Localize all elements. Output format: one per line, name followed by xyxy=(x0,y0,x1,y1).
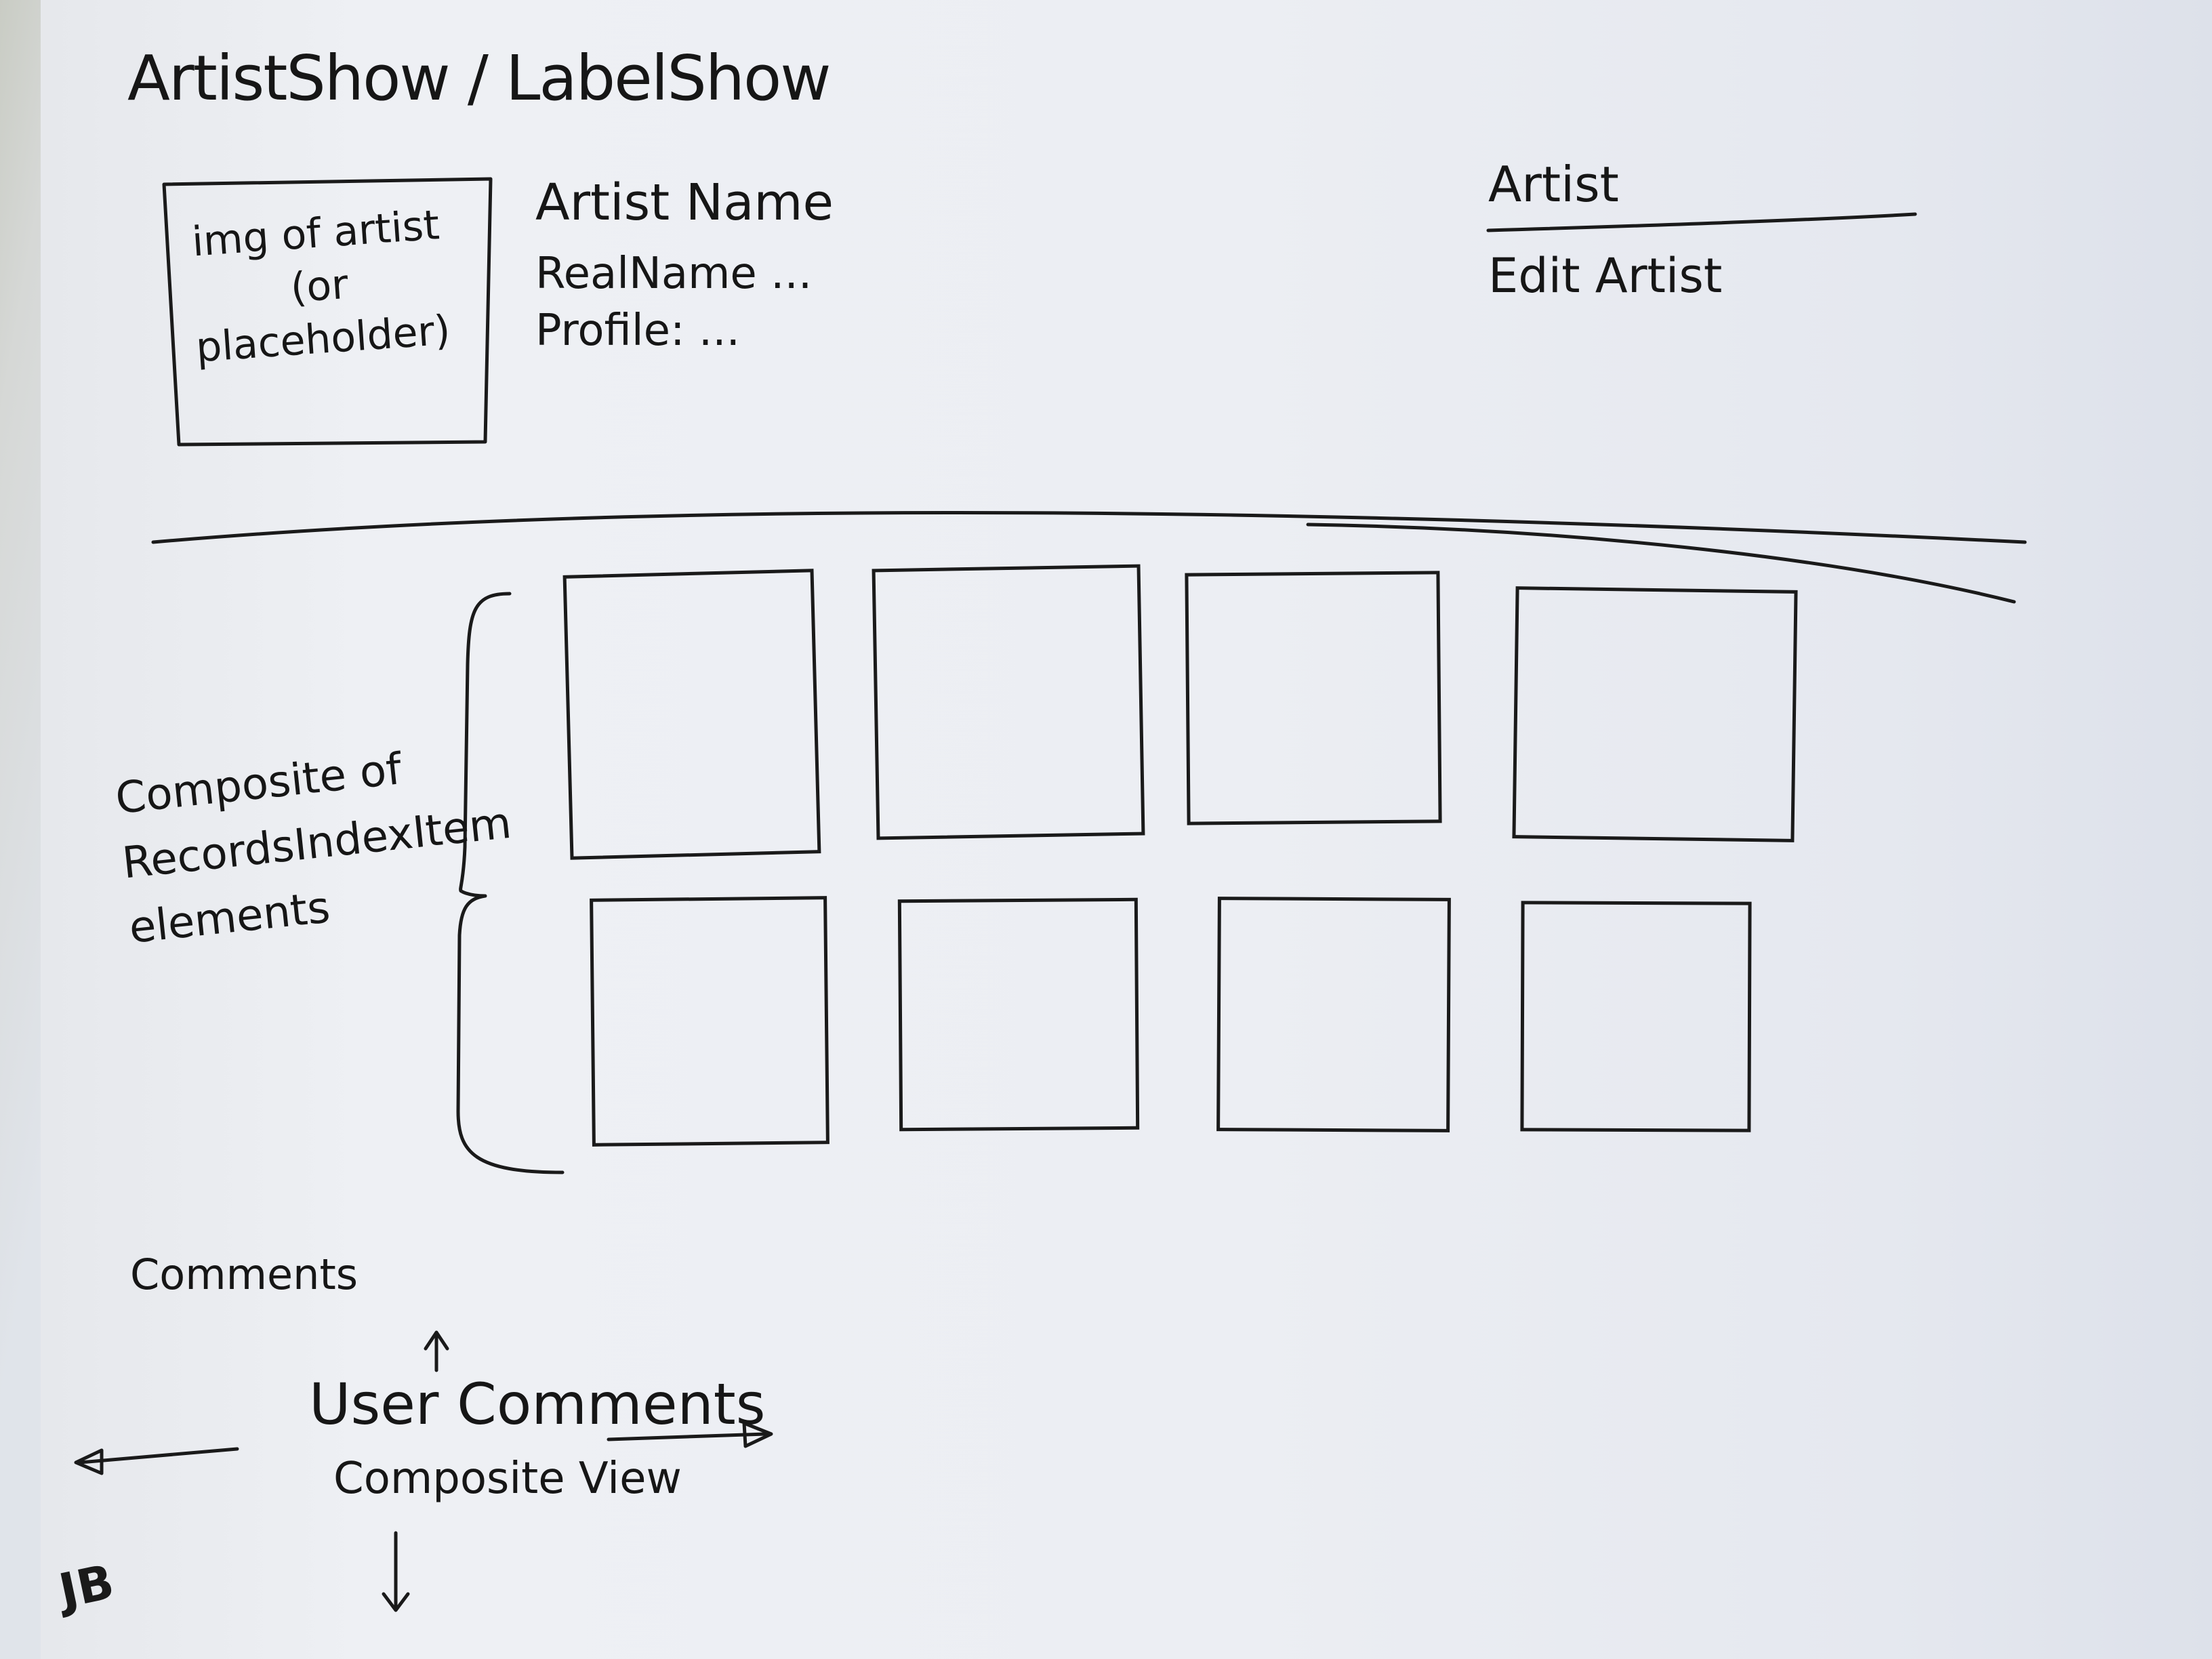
record-tile-1[interactable] xyxy=(562,569,821,860)
artist-name-label: Artist Name xyxy=(535,173,834,232)
arrow-down-icon xyxy=(382,1531,410,1612)
record-tile-3[interactable] xyxy=(1185,571,1442,825)
arrow-up-icon xyxy=(424,1330,449,1372)
paper-sheet xyxy=(41,0,2212,1659)
signature-mark: JB xyxy=(54,1553,119,1620)
grid-brace xyxy=(456,592,565,1174)
grid-annotation: Composite of RecordsIndexItem elements xyxy=(113,744,514,954)
nav-divider xyxy=(1486,212,1917,232)
record-tile-7[interactable] xyxy=(1216,897,1451,1132)
artist-image-frame xyxy=(162,177,493,447)
section-divider-tail xyxy=(1306,523,2016,604)
arrow-left-icon xyxy=(74,1447,239,1475)
page-title: ArtistShow / LabelShow xyxy=(127,42,832,115)
record-tile-4[interactable] xyxy=(1512,586,1798,842)
section-divider xyxy=(151,511,2027,544)
real-name-label: RealName ... xyxy=(535,249,813,299)
user-comments-title: User Comments xyxy=(309,1371,766,1437)
edit-artist-link[interactable]: Edit Artist xyxy=(1488,248,1723,304)
profile-label: Profile: ... xyxy=(535,306,740,356)
record-tile-6[interactable] xyxy=(897,897,1140,1132)
artist-image-caption: img of artist (or placeholder) xyxy=(190,201,452,372)
record-tile-2[interactable] xyxy=(872,564,1145,840)
record-tile-8[interactable] xyxy=(1520,901,1752,1132)
record-tile-5[interactable] xyxy=(590,896,830,1147)
comments-heading: Comments xyxy=(130,1250,359,1299)
composite-view-label: Composite View xyxy=(333,1454,682,1504)
arrow-right-icon xyxy=(607,1421,773,1448)
sidebar-heading: Artist xyxy=(1488,156,1619,213)
